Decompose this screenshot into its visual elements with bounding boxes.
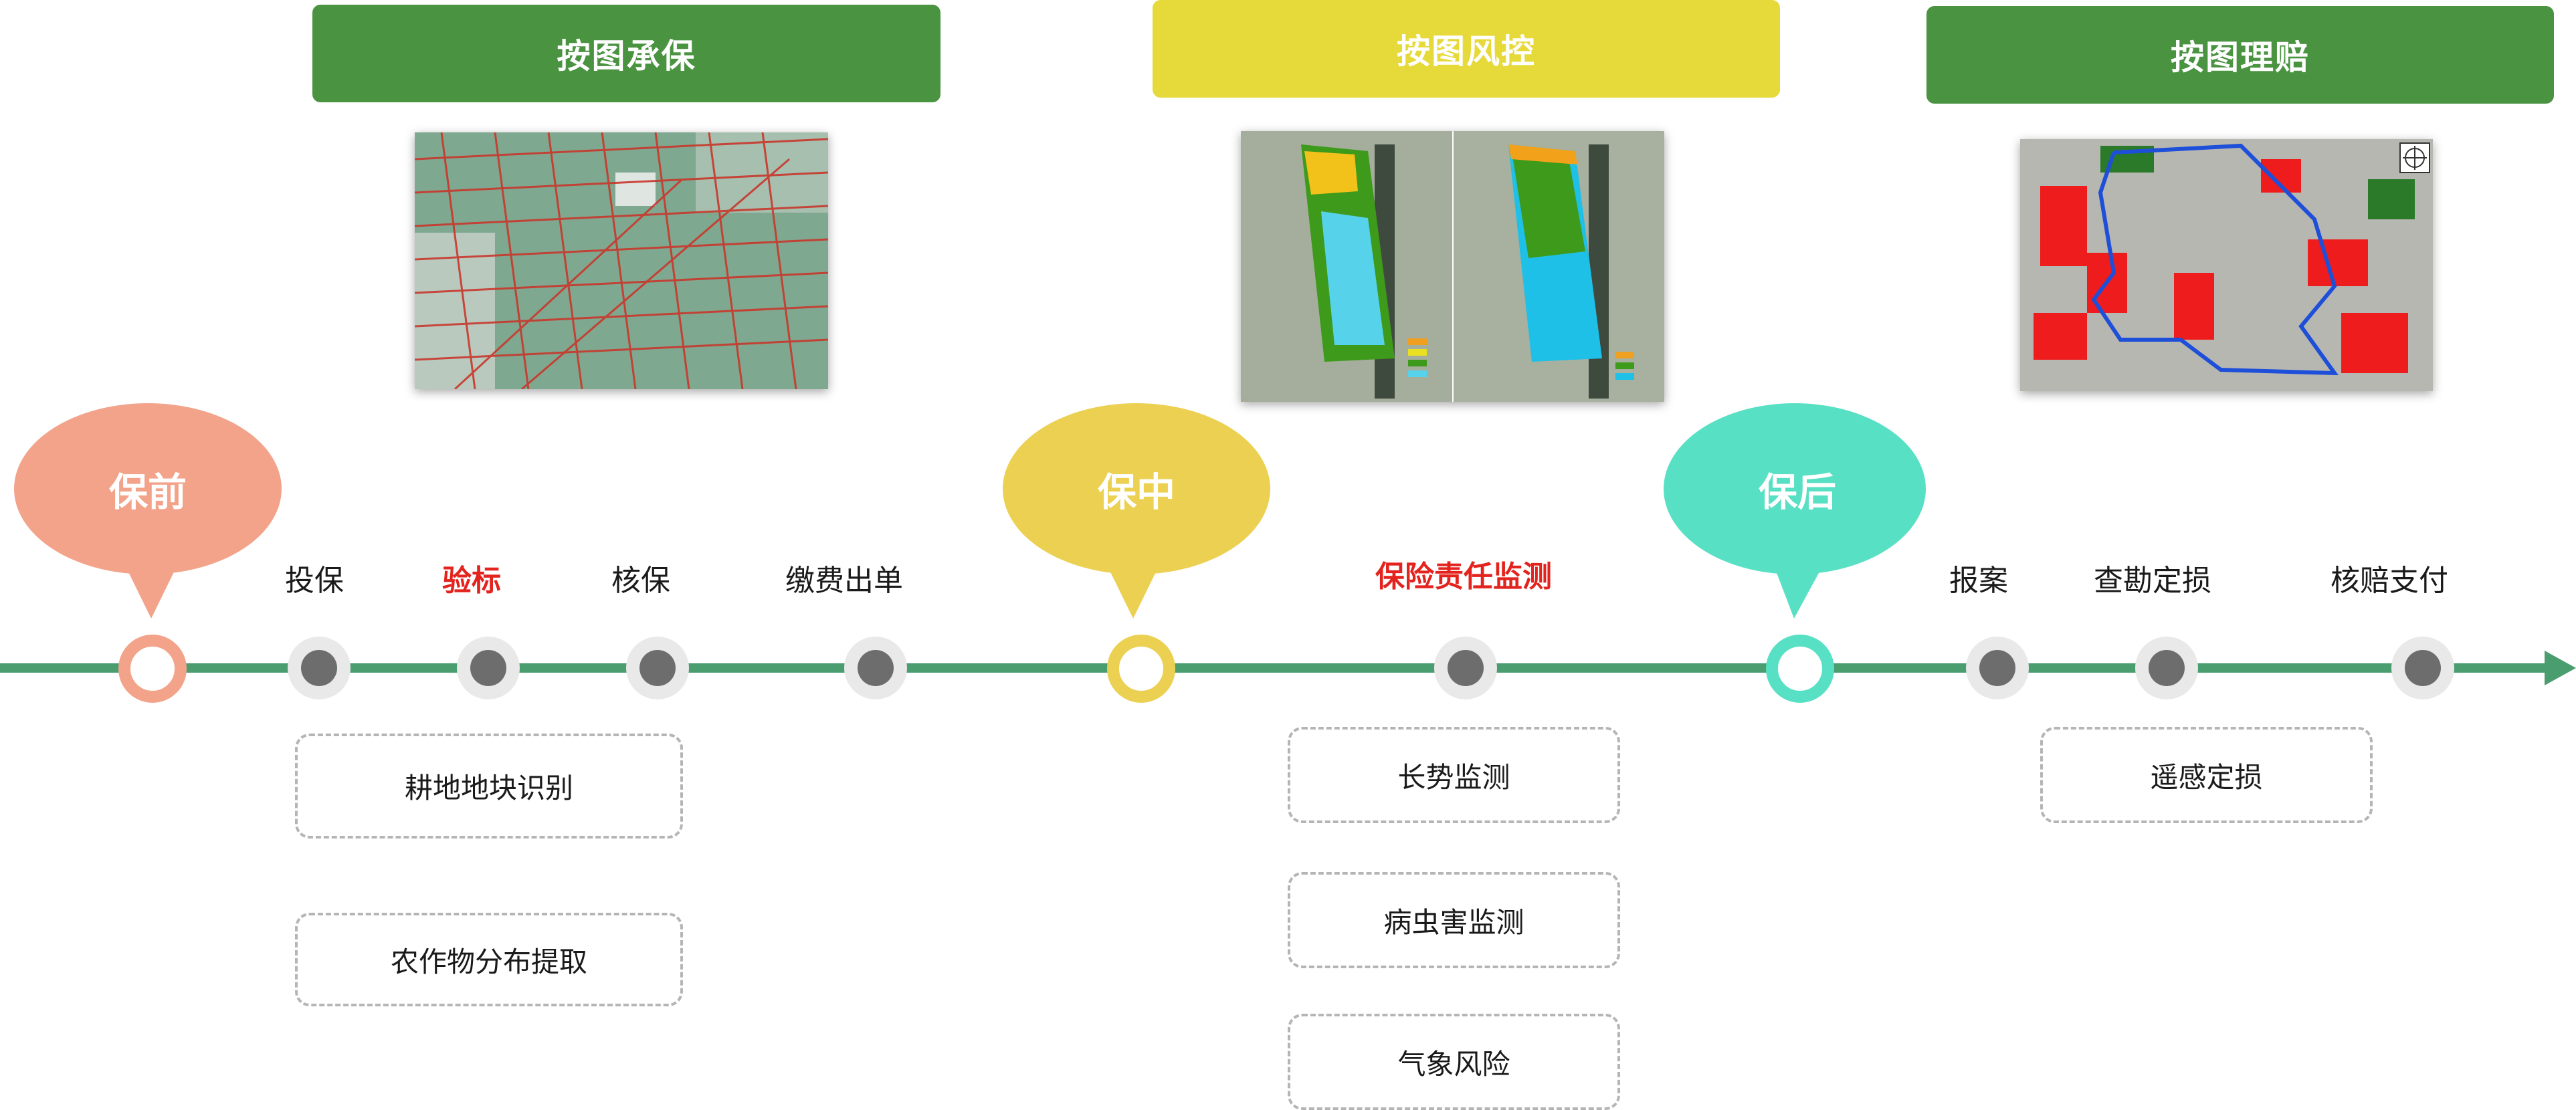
phase-post-node (1766, 635, 1834, 703)
phase-pre-label: 保前 (108, 469, 187, 515)
node-dot (2405, 650, 2441, 686)
step-settle-node (2391, 637, 2454, 699)
step-liability-monitor-node (1434, 637, 1497, 699)
step-report-node (1966, 637, 2029, 699)
banner-claims: 按图理赔 (1926, 6, 2554, 104)
step-inspect-label: 验标 (442, 564, 501, 598)
timeline-arrow-icon (2545, 651, 2576, 685)
phase-mid-node (1107, 635, 1175, 703)
node-dot (1448, 650, 1484, 686)
step-apply-label: 投保 (285, 564, 344, 598)
node-dot (2149, 650, 2185, 686)
phase-mid-label: 保中 (1097, 469, 1175, 515)
sub-item-weather-risk: 气象风险 (1288, 1014, 1620, 1110)
banner-risk-control: 按图风控 (1153, 0, 1780, 98)
phase-post-label: 保后 (1758, 469, 1836, 515)
speech-bubble-shape (14, 403, 282, 619)
step-survey-label: 查勘定损 (2094, 564, 2211, 598)
step-liability-monitor-label: 保险责任监测 (1375, 560, 1552, 594)
sub-item-plot-identification: 耕地地块识别 (295, 734, 683, 839)
claims-map-image (2020, 139, 2433, 391)
step-apply-node (288, 637, 351, 699)
step-settle-label: 核赔支付 (2331, 564, 2448, 598)
step-survey-node (2135, 637, 2198, 699)
phase-pre-bubble: 保前 (14, 403, 282, 619)
step-report-label: 报案 (1949, 564, 2008, 598)
node-dot (639, 650, 676, 686)
node-dot (470, 650, 506, 686)
crop-risk-image (1241, 131, 1664, 402)
sub-item-growth-monitor: 长势监测 (1288, 727, 1620, 823)
node-dot (301, 650, 337, 686)
step-verify-label: 核保 (611, 564, 670, 598)
phase-post-bubble: 保后 (1664, 403, 1931, 619)
sub-item-remote-loss: 遥感定损 (2040, 727, 2373, 823)
phase-pre-node (118, 635, 187, 703)
speech-bubble-shape (1664, 403, 1926, 619)
phase-mid-bubble: 保中 (1003, 403, 1270, 619)
sub-item-crop-extraction: 农作物分布提取 (295, 913, 683, 1006)
speech-bubble-shape (1003, 403, 1270, 619)
step-inspect-node (457, 637, 520, 699)
step-payment-label: 缴费出单 (785, 564, 903, 598)
step-verify-node (626, 637, 689, 699)
banner-underwriting: 按图承保 (312, 5, 940, 102)
step-payment-node (844, 637, 907, 699)
node-dot (1979, 650, 2015, 686)
node-dot (858, 650, 894, 686)
parcel-map-image (415, 132, 828, 389)
sub-item-pest-monitor: 病虫害监测 (1288, 872, 1620, 968)
